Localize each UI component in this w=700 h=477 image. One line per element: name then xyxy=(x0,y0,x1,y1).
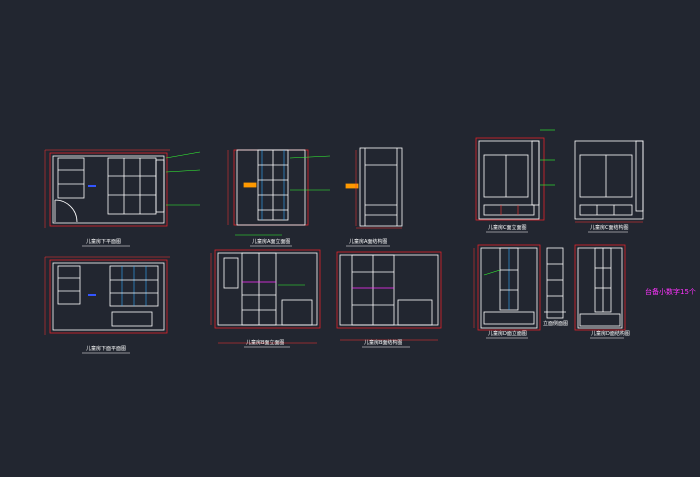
elev-b-drawing xyxy=(210,234,321,348)
annotation-note: 台备小数字15个 xyxy=(645,288,696,296)
plan-bottom-drawing xyxy=(44,256,170,354)
drawing-title-plan-bottom: 儿童房下面平面图 xyxy=(86,346,127,352)
drawing-title-elev-d: 儿童房D面立面图 xyxy=(488,331,527,337)
side-section-drawing xyxy=(544,247,566,319)
drawing-title-elev-b: 儿童房B面立面图 xyxy=(246,340,285,346)
elev-a-drawing xyxy=(227,149,331,247)
drawing-title-struct-d: 儿童房D面结构图 xyxy=(591,331,630,337)
drawing-title-struct-c: 儿童房C面结构图 xyxy=(590,225,629,231)
drawing-title-struct-a: 儿童房A面结构图 xyxy=(349,239,388,245)
struct-c-drawing xyxy=(574,140,644,233)
drawing-title-plan-top: 儿童房下平面图 xyxy=(86,239,122,245)
drawing-title-struct-b: 儿童房B面结构图 xyxy=(364,340,403,346)
struct-b-drawing xyxy=(336,251,442,348)
drawing-title-elev-a: 儿童房A面立面图 xyxy=(252,239,291,245)
plan-top-drawing xyxy=(44,149,201,247)
elev-d-drawing xyxy=(473,244,541,339)
elev-c-drawing xyxy=(475,129,555,233)
drawing-title-side-section: 立面侧面图 xyxy=(543,321,569,327)
struct-a-drawing xyxy=(345,147,403,247)
struct-d-drawing xyxy=(574,244,626,339)
drawing-title-elev-c: 儿童房C面立面图 xyxy=(488,225,527,231)
